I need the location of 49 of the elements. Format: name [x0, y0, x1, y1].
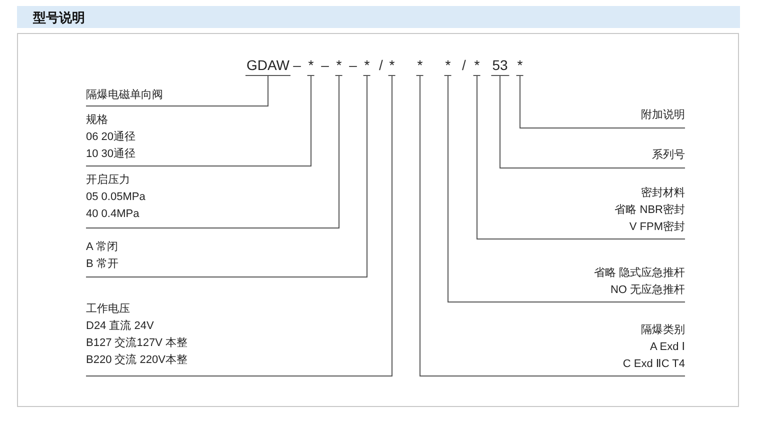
leader-line	[86, 76, 340, 228]
code-segment: *	[388, 56, 396, 76]
leader-line	[500, 76, 686, 168]
code-segment: *	[416, 56, 424, 76]
option-text: 附加说明	[641, 108, 685, 123]
code-segment: *	[516, 56, 524, 76]
code-segment: 53	[491, 56, 509, 76]
option-heading: 密封材料	[641, 186, 685, 201]
code-segment: *	[444, 56, 452, 76]
separator: –	[349, 56, 357, 75]
option-text: B 常开	[86, 257, 118, 272]
option-heading: 开启压力	[86, 172, 130, 188]
code-segment: *	[473, 56, 481, 76]
option-heading: 隔爆类别	[641, 323, 685, 338]
option-text: A Exd Ⅰ	[650, 340, 685, 355]
option-text: A 常闭	[86, 240, 118, 255]
leader-line	[86, 76, 312, 166]
option-heading: 规格	[86, 113, 108, 128]
option-text: 省略 NBR密封	[614, 202, 685, 218]
option-text: 10 30通径	[86, 146, 136, 162]
leader-line	[420, 76, 686, 376]
leader-line	[520, 76, 686, 128]
option-text: B127 交流127V 本整	[86, 336, 188, 351]
separator: –	[321, 56, 329, 75]
option-text: D24 直流 24V	[86, 318, 154, 334]
option-text: NO 无应急推杆	[610, 282, 685, 298]
separator: /	[379, 56, 383, 75]
option-text: 系列号	[652, 148, 685, 163]
leader-line	[86, 76, 268, 106]
title: 型号说明	[33, 9, 85, 27]
leader-line	[86, 76, 368, 278]
separator: –	[293, 56, 301, 75]
option-text: 隔爆电磁单向阀	[86, 88, 163, 103]
leader-line	[476, 76, 686, 240]
code-segment: *	[335, 56, 343, 76]
option-text: 05 0.05MPa	[86, 190, 146, 205]
option-text: B220 交流 220V本整	[86, 352, 188, 368]
code-segment: GDAW	[245, 56, 291, 76]
option-text: C Exd ⅡC T4	[622, 357, 685, 372]
leader-line	[448, 76, 686, 302]
option-text: 40 0.4MPa	[86, 207, 140, 222]
code-segment: *	[363, 56, 371, 76]
code-segment: *	[307, 56, 315, 76]
option-text: V FPM密封	[629, 220, 685, 235]
option-text: 06 20通径	[86, 130, 136, 145]
leader-line	[86, 76, 392, 376]
option-heading: 工作电压	[86, 302, 130, 317]
option-text: 省略 隐式应急推杆	[594, 266, 685, 281]
separator: /	[462, 56, 466, 75]
